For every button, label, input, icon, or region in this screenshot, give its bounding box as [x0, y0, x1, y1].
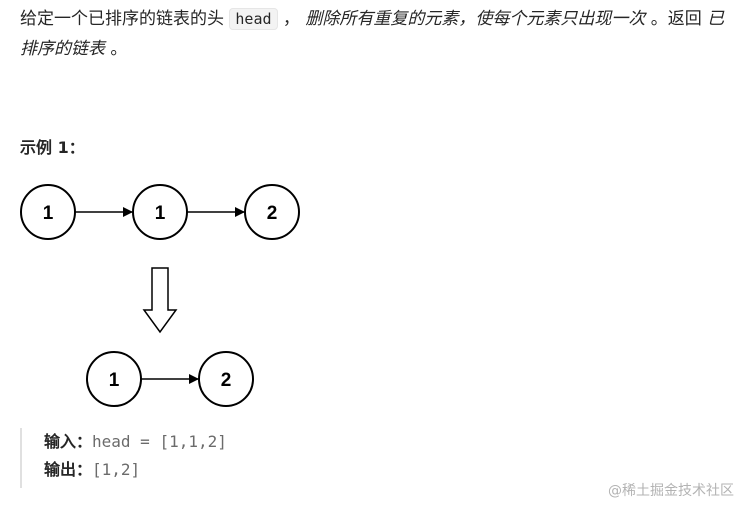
description-text-3: 。返回 [645, 9, 708, 29]
transform-down-arrow [142, 267, 178, 334]
output-node-2-value: 2 [221, 370, 232, 391]
example-io-block: 输入：head = [1,1,2] 输出：[1,2] [20, 428, 227, 488]
description-text-4: 。 [105, 39, 128, 59]
input-node-3 [244, 184, 300, 240]
description-text-2: ， [277, 9, 306, 29]
output-list: 1 2 [86, 351, 254, 407]
output-value: [1,2] [92, 460, 141, 479]
input-label: 输入： [44, 432, 93, 451]
input-node-2-value: 1 [155, 203, 166, 224]
output-node-1-value: 1 [109, 370, 120, 391]
input-value: head = [1,1,2] [92, 432, 227, 451]
problem-description: 给定一个已排序的链表的头 head ， 删除所有重复的元素，使每个元素只出现一次… [20, 4, 735, 64]
input-node-1-value: 1 [43, 203, 54, 224]
input-line: 输入：head = [1,1,2] [44, 428, 227, 456]
description-text-1: 给定一个已排序的链表的头 [20, 9, 230, 29]
output-line: 输出：[1,2] [44, 456, 227, 484]
inline-code-head: head [229, 8, 278, 30]
output-node-2 [198, 351, 254, 407]
input-list: 1 1 2 [20, 184, 300, 240]
example-title: 示例 1： [20, 138, 85, 157]
description-emphasis-1: 删除所有重复的元素，使每个元素只出现一次 [305, 9, 646, 29]
description-emphasis-2: 已排序的链表 [20, 9, 725, 59]
input-node-3-value: 2 [267, 203, 278, 224]
watermark: @稀土掘金技术社区 [608, 483, 734, 499]
output-label: 输出： [44, 460, 93, 479]
